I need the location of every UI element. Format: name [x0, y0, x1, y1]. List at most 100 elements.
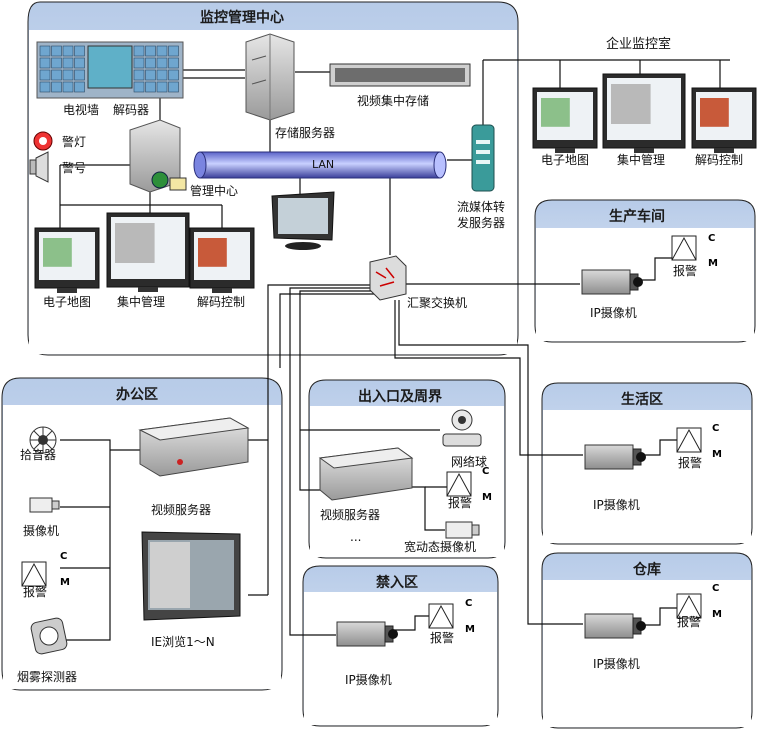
zone-title-living: 生活区	[621, 392, 663, 408]
monitor-icon	[602, 73, 686, 153]
wdr-camera-icon	[445, 521, 480, 539]
streaming-server-label-line1: 流媒体转	[457, 200, 506, 214]
warehouse-ip-camera-label: IP摄像机	[593, 657, 640, 671]
tv-wall-screen	[62, 45, 74, 57]
tv-wall-screen	[145, 57, 156, 69]
video-wall-monitor-icon	[271, 191, 335, 250]
management-center-label: 管理中心	[190, 184, 239, 198]
alarm-sensor-icon	[446, 471, 472, 497]
restricted-alarm-label: 报警	[430, 631, 455, 645]
network-dome-label: 网络球	[451, 455, 488, 469]
tv-wall-screen	[156, 81, 168, 93]
restricted-m: M	[465, 624, 475, 635]
entrance-video-server-label: 视频服务器	[320, 508, 381, 522]
tv-wall-screen	[168, 45, 179, 57]
monitor-icon	[106, 212, 190, 292]
zone-title-restricted: 禁入区	[376, 575, 418, 591]
alarm-sensor-icon	[21, 561, 47, 587]
office-video-server-icon	[138, 417, 250, 477]
tv-wall-screen	[168, 81, 179, 93]
ip-camera-icon	[336, 621, 398, 647]
small-camera-icon	[29, 497, 60, 513]
decoder-label: 解码器	[113, 103, 150, 117]
entrance-m: M	[482, 492, 492, 503]
tv-wall-screen	[145, 45, 156, 57]
tv-wall-screen	[133, 81, 145, 93]
center-decode-control-label: 解码控制	[197, 295, 246, 309]
tv-wall-screen	[156, 69, 168, 81]
streaming-server-icon	[471, 124, 495, 192]
network-dome-icon	[442, 409, 482, 447]
entrance-ellipsis: ...	[350, 530, 362, 544]
tv-wall-screen	[51, 69, 62, 81]
monitor-icon	[532, 87, 598, 153]
video-storage-label: 视频集中存储	[357, 94, 430, 108]
ip-camera-icon	[584, 613, 646, 639]
entrance-alarm-label: 报警	[448, 496, 473, 510]
tv-wall-screen	[133, 45, 145, 57]
tv-wall-screen	[51, 81, 62, 93]
tv-wall-screen	[51, 45, 62, 57]
ip-cameras	[336, 269, 646, 647]
tv-wall-screen	[62, 81, 74, 93]
zone-title-workshop: 生产车间	[609, 209, 665, 225]
monitor-icon	[189, 227, 255, 293]
tv-wall-screen	[51, 57, 62, 69]
tv-wall-screen	[74, 69, 85, 81]
zone-title-warehouse: 仓库	[633, 562, 661, 578]
workshop-ip-camera-label: IP摄像机	[590, 306, 637, 320]
alarm-horn-icon	[29, 151, 49, 183]
lan-pipe	[193, 151, 447, 179]
management-server-icon	[129, 119, 187, 193]
office-alarm-label: 报警	[23, 585, 48, 599]
living-m: M	[712, 449, 722, 460]
alarm-lamp-icon	[33, 131, 53, 151]
ie-browser-monitor-icon	[141, 531, 241, 621]
monitor-icon	[34, 227, 100, 293]
zone-title-monitor-center: 监控管理中心	[200, 10, 284, 26]
enterprise-central-mgmt-label: 集中管理	[617, 153, 666, 167]
alarm-horn-label: 警号	[62, 161, 87, 175]
alarm-sensor-icon	[676, 427, 702, 453]
tv-wall-screen	[156, 57, 168, 69]
camera-label: 摄像机	[23, 524, 60, 538]
living-alarm-label: 报警	[678, 456, 703, 470]
smoke-detector-label: 烟雾探测器	[17, 670, 78, 684]
center-e-map-label: 电子地图	[43, 295, 92, 309]
entrance-c: C	[482, 466, 490, 477]
alarm-boxes	[21, 235, 702, 629]
monitor-screens	[34, 73, 757, 293]
ie-browse-label: IE浏览1～N	[151, 635, 215, 649]
tv-wall-screen	[39, 69, 51, 81]
entrance-video-server-icon	[318, 447, 414, 501]
warehouse-c: C	[712, 583, 720, 594]
tv-wall-screen	[145, 69, 156, 81]
living-ip-camera-label: IP摄像机	[593, 498, 640, 512]
restricted-c: C	[465, 598, 473, 609]
lan-label: LAN	[312, 158, 335, 171]
smoke-detector-icon	[30, 617, 68, 655]
workshop-c: C	[708, 233, 716, 244]
restricted-ip-camera-label: IP摄像机	[345, 673, 392, 687]
alarm-sensor-icon	[428, 603, 454, 629]
aggregation-switch-icon	[369, 255, 407, 301]
office-video-server-label: 视频服务器	[151, 503, 212, 517]
tv-wall-screen	[39, 57, 51, 69]
tv-wall-screen	[133, 69, 145, 81]
tv-wall-screens	[39, 45, 179, 93]
storage-server-label: 存储服务器	[275, 126, 336, 140]
office-c: C	[60, 551, 68, 562]
ip-camera-icon	[584, 444, 646, 470]
pickup-icon	[29, 426, 57, 454]
workshop-alarm-label: 报警	[673, 264, 698, 278]
monitor-icon	[691, 87, 757, 153]
enterprise-e-map-label: 电子地图	[541, 153, 590, 167]
zone-title-enterprise-room: 企业监控室	[606, 37, 672, 52]
tv-wall-screen	[168, 69, 179, 81]
tv-wall-screen	[74, 81, 85, 93]
tv-wall-screen	[133, 57, 145, 69]
storage-server-icon	[245, 33, 295, 121]
tv-wall-screen	[39, 45, 51, 57]
